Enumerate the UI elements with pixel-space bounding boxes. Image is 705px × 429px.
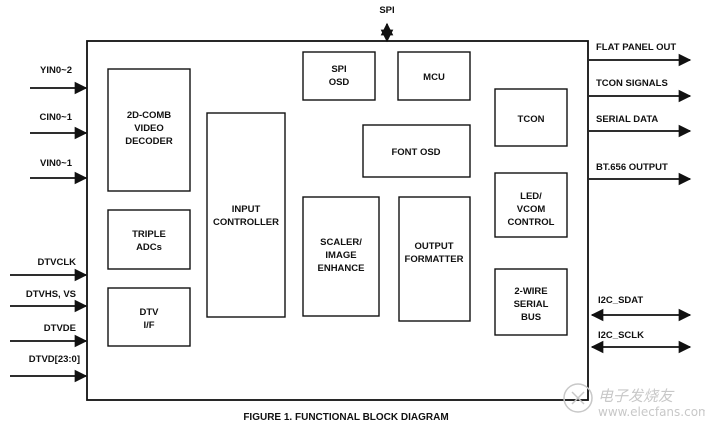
block-serial-bus-line-3: BUS: [521, 312, 541, 323]
figure-caption: FIGURE 1. FUNCTIONAL BLOCK DIAGRAM: [243, 412, 448, 423]
block-serial-bus: [494, 268, 568, 336]
block-video-decoder: [107, 68, 191, 192]
watermark-line-1: 电子发烧友: [598, 387, 675, 405]
block-video-decoder-line-1: 2D-COMB: [127, 110, 171, 121]
yin-label: YIN0~2: [40, 65, 72, 76]
block-mcu: [397, 51, 471, 101]
tcon-signals-label: TCON SIGNALS: [596, 78, 668, 89]
watermark-logo-mark-icon: [571, 391, 585, 405]
dtvclk-label: DTVCLK: [37, 257, 76, 268]
block-led-vcom-line-1: LED/: [520, 191, 542, 202]
spi-label: SPI: [379, 5, 394, 16]
watermark-line-2: www.elecfans.com: [598, 405, 705, 419]
block-spi-osd: [302, 51, 376, 101]
block-spi-osd-line-2: OSD: [329, 77, 350, 88]
block-tcon: [494, 88, 568, 147]
block-led-vcom: [494, 172, 568, 238]
block-input-controller-line-2: CONTROLLER: [213, 217, 279, 228]
dtvhs-label: DTVHS, VS: [26, 289, 76, 300]
block-triple-adcs-line-1: TRIPLE: [132, 229, 166, 240]
block-dtv-if-line-2: I/F: [143, 320, 154, 331]
block-output-formatter: [398, 196, 471, 322]
watermark-logo-icon: [563, 383, 593, 413]
block-output-formatter-line-1: OUTPUT: [414, 241, 453, 252]
block-spi-osd-line-1: SPI: [331, 64, 346, 75]
watermark: 电子发烧友 www.elecfans.com: [563, 383, 705, 419]
block-input-controller: [206, 112, 286, 318]
block-font-osd-line-1: FONT OSD: [391, 147, 440, 158]
flat-panel-out-label: FLAT PANEL OUT: [596, 42, 676, 53]
block-output-formatter-line-2: FORMATTER: [405, 254, 464, 265]
block-mcu-line-1: MCU: [423, 72, 445, 83]
dtvde-label: DTVDE: [44, 323, 76, 334]
block-dtv-if-line-1: DTV: [140, 307, 160, 318]
i2c-sdat-label: I2C_SDAT: [598, 295, 643, 306]
cin-label: CIN0~1: [40, 112, 73, 123]
block-scaler-line-3: ENHANCE: [318, 263, 365, 274]
vin-label: VIN0~1: [40, 158, 73, 169]
block-tcon-line-1: TCON: [518, 114, 545, 125]
block-triple-adcs: [107, 209, 191, 270]
block-triple-adcs-line-2: ADCs: [136, 242, 162, 253]
block-serial-bus-line-1: 2-WIRE: [514, 286, 547, 297]
block-video-decoder-line-3: DECODER: [125, 136, 173, 147]
block-font-osd: [362, 124, 471, 178]
block-input-controller-line-1: INPUT: [232, 204, 261, 215]
block-led-vcom-line-3: CONTROL: [508, 217, 555, 228]
serial-data-label: SERIAL DATA: [596, 114, 658, 125]
block-dtv-if: [107, 287, 191, 347]
block-serial-bus-line-2: SERIAL: [514, 299, 549, 310]
block-scaler: [302, 196, 380, 317]
block-scaler-line-2: IMAGE: [325, 250, 356, 261]
block-led-vcom-line-2: VCOM: [517, 204, 546, 215]
i2c-sclk-label: I2C_SCLK: [598, 330, 644, 341]
block-video-decoder-line-2: VIDEO: [134, 123, 164, 134]
dtvd-label: DTVD[23:0]: [29, 354, 80, 365]
bt656-output-label: BT.656 OUTPUT: [596, 162, 668, 173]
block-scaler-line-1: SCALER/: [320, 237, 362, 248]
